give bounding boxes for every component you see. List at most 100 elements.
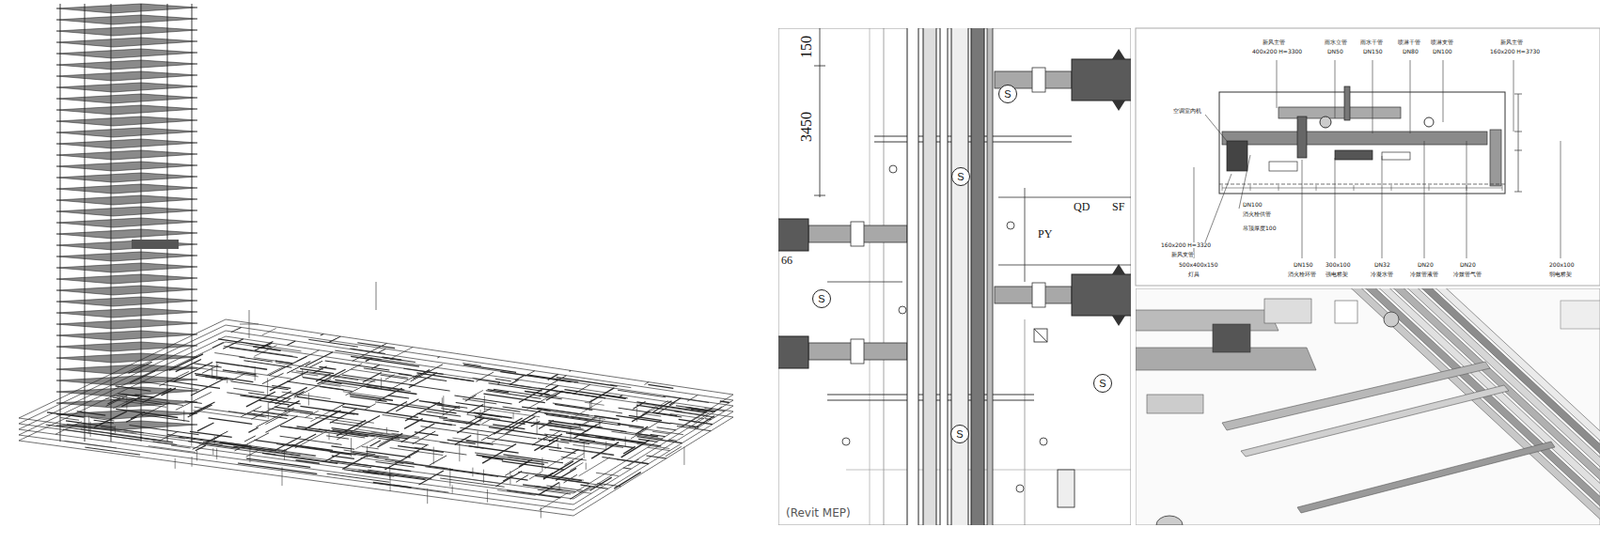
pipe-run: [362, 373, 382, 384]
pipe: [1344, 86, 1350, 121]
floor-plate: [56, 48, 198, 59]
pipe: [1297, 441, 1555, 514]
pipe-run: [166, 380, 220, 389]
pipe-run: [314, 417, 362, 424]
riser: [1039, 438, 1048, 446]
pipe-run: [123, 430, 185, 440]
pipe-run: [569, 462, 583, 471]
pipe-run: [237, 463, 317, 474]
pipe-run: [204, 435, 221, 444]
pipe: [1490, 129, 1502, 187]
riser: [386, 427, 388, 435]
riser: [239, 324, 259, 326]
pipe: [1240, 385, 1509, 457]
pipe-run: [282, 392, 331, 399]
pipe-run: [359, 415, 380, 427]
riser: [589, 404, 591, 412]
floor-plate: [56, 127, 198, 138]
duct: [1135, 310, 1279, 331]
pipe-run: [674, 411, 715, 418]
pipe-run: [549, 429, 585, 435]
pipe-run: [454, 436, 471, 446]
pipe-run: [439, 418, 474, 424]
pipe-run: [365, 451, 410, 457]
pipe-run: [437, 357, 440, 359]
pipe-run: [657, 427, 676, 431]
pipe-run: [668, 439, 676, 441]
pipe-run: [689, 425, 699, 428]
pipe: [951, 28, 969, 526]
pipe-run: [140, 438, 161, 441]
dimension-tick: [1514, 150, 1522, 152]
equipment: [1264, 298, 1312, 324]
riser: [441, 397, 443, 408]
wall: [869, 28, 871, 526]
pipe-annotation: DN80: [1402, 48, 1419, 55]
riser: [282, 467, 283, 487]
pipe-run: [63, 440, 116, 449]
riser: [308, 392, 310, 407]
pipe-run: [334, 379, 405, 391]
leader-line: [1513, 63, 1515, 132]
pipe-run: [652, 412, 677, 417]
pipe-run: [501, 461, 565, 471]
pipe-run: [449, 420, 512, 429]
pipe-annotation: 400x200 H=3300: [1252, 48, 1302, 55]
riser: [583, 441, 585, 459]
pipe-run: [584, 402, 605, 406]
pipe-run: [390, 448, 444, 456]
pipe-run: [393, 485, 450, 493]
pipe-run: [197, 423, 215, 432]
leader-line: [1513, 60, 1515, 64]
dimension-line: [1518, 94, 1520, 192]
pipe-run: [291, 372, 318, 377]
leader-line: [1560, 141, 1562, 195]
pipe-run: [319, 387, 353, 393]
pipe-run: [589, 388, 615, 403]
fitting: [1383, 312, 1399, 328]
pipe-run: [280, 436, 343, 445]
pipe-run: [553, 458, 583, 477]
riser: [266, 377, 268, 396]
riser: [452, 485, 454, 493]
damper: [850, 221, 864, 247]
pipe-run: [370, 440, 381, 447]
dimension-tick: [1428, 185, 1430, 191]
pipe-annotation: 空调室内机: [1173, 108, 1202, 114]
pipe-run: [378, 438, 429, 445]
pipe-run: [488, 383, 543, 392]
dimension-tick: [1222, 185, 1224, 191]
pipe-run: [520, 421, 589, 431]
pipe-run: [414, 432, 439, 437]
pipe-run: [502, 454, 564, 464]
wall: [1024, 188, 1026, 283]
riser: [536, 419, 538, 436]
floor-plate: [56, 421, 198, 431]
floor-plate: [56, 15, 198, 25]
leader-line: [1381, 194, 1383, 259]
pipe-run: [545, 376, 566, 389]
pipe-run: [515, 375, 526, 381]
pipe-annotation: DN32: [1374, 262, 1391, 268]
pipe-run: [564, 453, 584, 465]
pipe-run: [424, 467, 499, 478]
pipe-annotation: 喷淋支管: [1430, 39, 1454, 46]
pipe-run: [475, 379, 533, 389]
pipe-run: [408, 385, 450, 392]
leader-line: [1276, 60, 1278, 64]
pipe-annotation: 200x100: [1549, 262, 1574, 268]
pipe-run: [320, 333, 324, 336]
pipe-run: [544, 395, 590, 403]
floor-plate: [56, 105, 198, 115]
pipe-run: [471, 377, 500, 382]
floor-plate: [56, 60, 198, 70]
pipe-run: [192, 431, 229, 450]
floor-plate: [18, 336, 734, 511]
pipe-run: [652, 431, 670, 435]
room-code: QD: [1073, 201, 1090, 214]
pipe-run: [647, 384, 674, 389]
floor-plate: [56, 218, 198, 228]
riser: [216, 448, 218, 460]
pipe-run: [194, 374, 253, 383]
